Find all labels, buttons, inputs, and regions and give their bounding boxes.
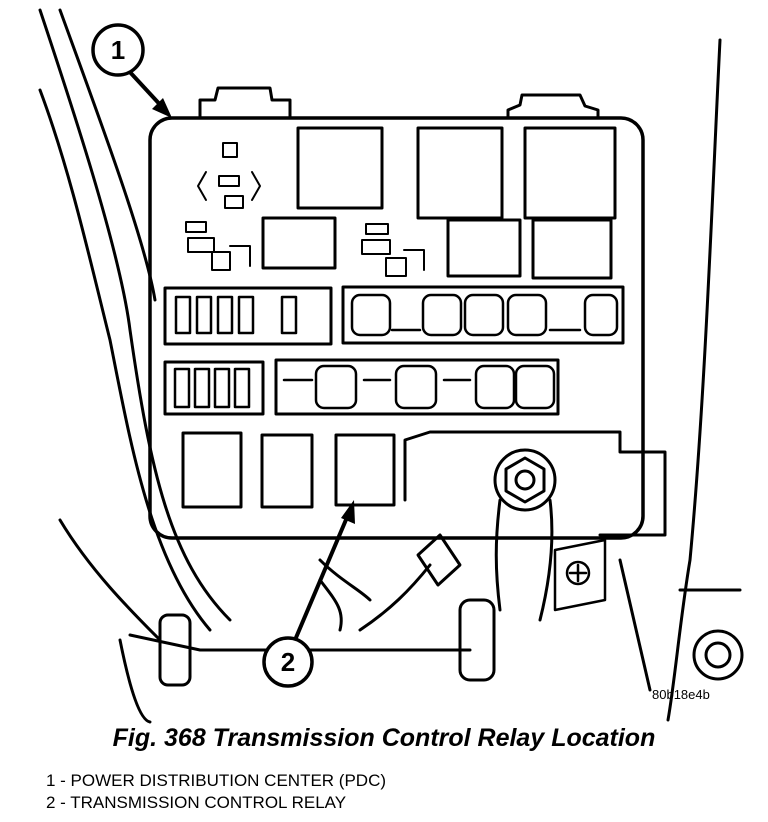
relay-bottom-1 xyxy=(181,431,243,509)
relay-top-3 xyxy=(523,126,617,220)
callout-2: 2 xyxy=(262,500,355,688)
wire-connector xyxy=(416,533,462,587)
relay-bottom-2 xyxy=(260,433,314,509)
image-reference-code: 80b18e4b xyxy=(652,687,710,702)
mounting-boss xyxy=(692,629,744,681)
battery-cable xyxy=(494,498,502,612)
relay-mid-2 xyxy=(446,218,522,278)
harness-lines xyxy=(38,8,722,724)
mini-fuse-block-2 xyxy=(163,360,265,416)
relay-top-2 xyxy=(416,126,504,220)
relay-top-1 xyxy=(296,126,384,210)
figure-caption: Fig. 368 Transmission Control Relay Loca… xyxy=(112,724,656,752)
cartridge-fuses-2 xyxy=(282,364,556,410)
housing-tab-right xyxy=(506,93,600,120)
transmission-control-relay xyxy=(334,433,396,507)
housing-step xyxy=(403,430,667,537)
callout-1-number: 1 xyxy=(111,35,125,65)
mini-fuses-2 xyxy=(173,367,251,409)
relay-mid-3 xyxy=(531,218,613,280)
connector-marking-right xyxy=(361,223,425,277)
cartridge-fuse-block-1 xyxy=(341,285,625,345)
callout-2-number: 2 xyxy=(281,647,295,677)
mini-fuses-1 xyxy=(174,295,298,335)
mini-fuse-block-1 xyxy=(163,286,333,346)
ground-stud xyxy=(565,560,591,586)
cartridge-fuse-block-2 xyxy=(274,358,560,416)
legend: 1 - POWER DISTRIBUTION CENTER (PDC) 2 - … xyxy=(46,770,386,814)
callout-1: 1 xyxy=(91,23,172,118)
b-plus-stud xyxy=(493,448,557,512)
connector-marking-left xyxy=(185,221,251,271)
stud-nut xyxy=(504,456,546,504)
housing-tab-left xyxy=(198,86,292,120)
legend-item-2: 2 - TRANSMISSION CONTROL RELAY xyxy=(46,793,347,812)
relay-mid-1 xyxy=(261,216,337,270)
pdc-housing xyxy=(148,116,645,540)
legend-item-1: 1 - POWER DISTRIBUTION CENTER (PDC) xyxy=(46,771,387,790)
relay-marking-left xyxy=(197,142,261,209)
cartridge-fuses-1 xyxy=(350,293,619,337)
